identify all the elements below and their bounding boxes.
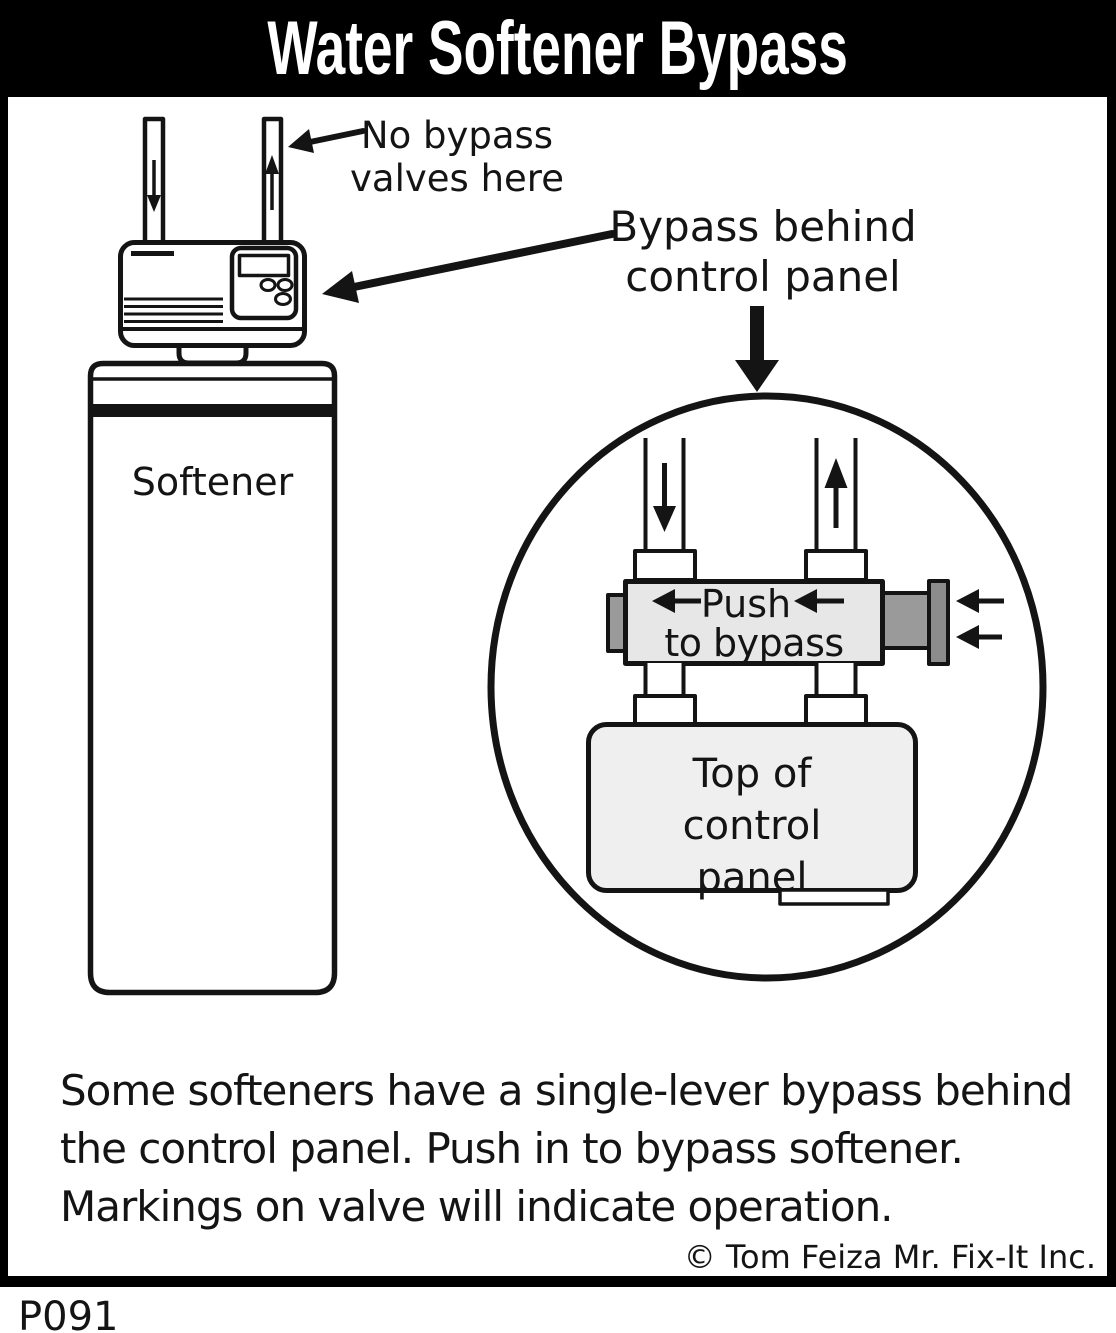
valve-to-bypass-label: to bypass <box>664 621 844 665</box>
detail-inlet-pipe <box>643 438 686 553</box>
display-screen <box>237 253 291 278</box>
panel-top-label-line2: control <box>682 803 822 849</box>
valve-plunger-cap <box>927 579 950 666</box>
button-1 <box>259 278 277 292</box>
annotation-arrows <box>288 128 779 392</box>
vent-lines <box>124 297 223 323</box>
no-bypass-label: No bypass valves here <box>326 114 588 200</box>
valve-push-label: Push <box>700 582 792 626</box>
push-direction-arrow-left-icon <box>652 589 701 613</box>
caption: Some softeners have a single-lever bypas… <box>60 1062 1073 1236</box>
circle-pointer-arrow-icon <box>735 306 779 392</box>
figure-code: P091 <box>18 1294 119 1333</box>
upper-right-fitting <box>804 549 868 582</box>
push-direction-arrow-right-icon <box>794 589 844 613</box>
caption-line1: Some softeners have a single-lever bypas… <box>60 1066 1073 1115</box>
push-in-arrow-1-icon <box>956 589 1004 613</box>
lower-right-pipe <box>814 663 858 698</box>
control-head <box>118 240 307 348</box>
no-bypass-label-line1: No bypass <box>360 114 554 157</box>
valve-plunger <box>881 591 931 650</box>
content-frame <box>0 97 1116 1287</box>
panel-top-label: Top of control panel <box>586 748 918 904</box>
control-panel-top-box <box>586 722 918 893</box>
panel-top-label-line3: panel <box>696 855 808 901</box>
title-bar: Water Softener Bypass <box>0 0 1116 97</box>
panel-top-label-line1: Top of <box>692 751 812 797</box>
no-bypass-label-line2: valves here <box>350 157 564 200</box>
bypass-behind-arrow-icon <box>322 230 616 303</box>
button-2 <box>276 278 294 292</box>
softener-unit <box>87 116 338 996</box>
bypass-behind-label-line2: control panel <box>625 252 901 301</box>
control-panel-bottom-tab <box>778 888 890 906</box>
upper-left-fitting <box>633 549 697 582</box>
bypass-behind-label-line1: Bypass behind <box>609 202 917 251</box>
softener-label: Softener <box>131 460 294 504</box>
button-3 <box>274 292 292 306</box>
lower-right-fitting <box>804 694 868 726</box>
lower-left-pipe <box>643 663 686 698</box>
tank-band <box>88 404 337 417</box>
detail-flow-up-arrow-icon <box>824 458 848 528</box>
copyright-notice: © Tom Feiza Mr. Fix-It Inc. <box>683 1238 1096 1276</box>
flow-down-arrow-icon <box>147 160 161 212</box>
no-bypass-arrow-icon <box>288 128 366 153</box>
softener-tank <box>87 360 338 996</box>
page-title: Water Softener Bypass <box>267 6 849 91</box>
push-in-arrow-2-icon <box>956 625 1002 649</box>
lower-left-fitting <box>633 694 697 726</box>
caption-line2: the control panel. Push in to bypass sof… <box>60 1124 964 1173</box>
bypass-behind-label: Bypass behind control panel <box>598 202 928 302</box>
flow-up-arrow-icon <box>265 155 279 210</box>
detail-flow-down-arrow-icon <box>653 463 676 532</box>
magnified-view <box>487 392 1047 982</box>
tank-body <box>87 360 338 996</box>
caption-line3: Markings on valve will indicate operatio… <box>60 1182 894 1231</box>
